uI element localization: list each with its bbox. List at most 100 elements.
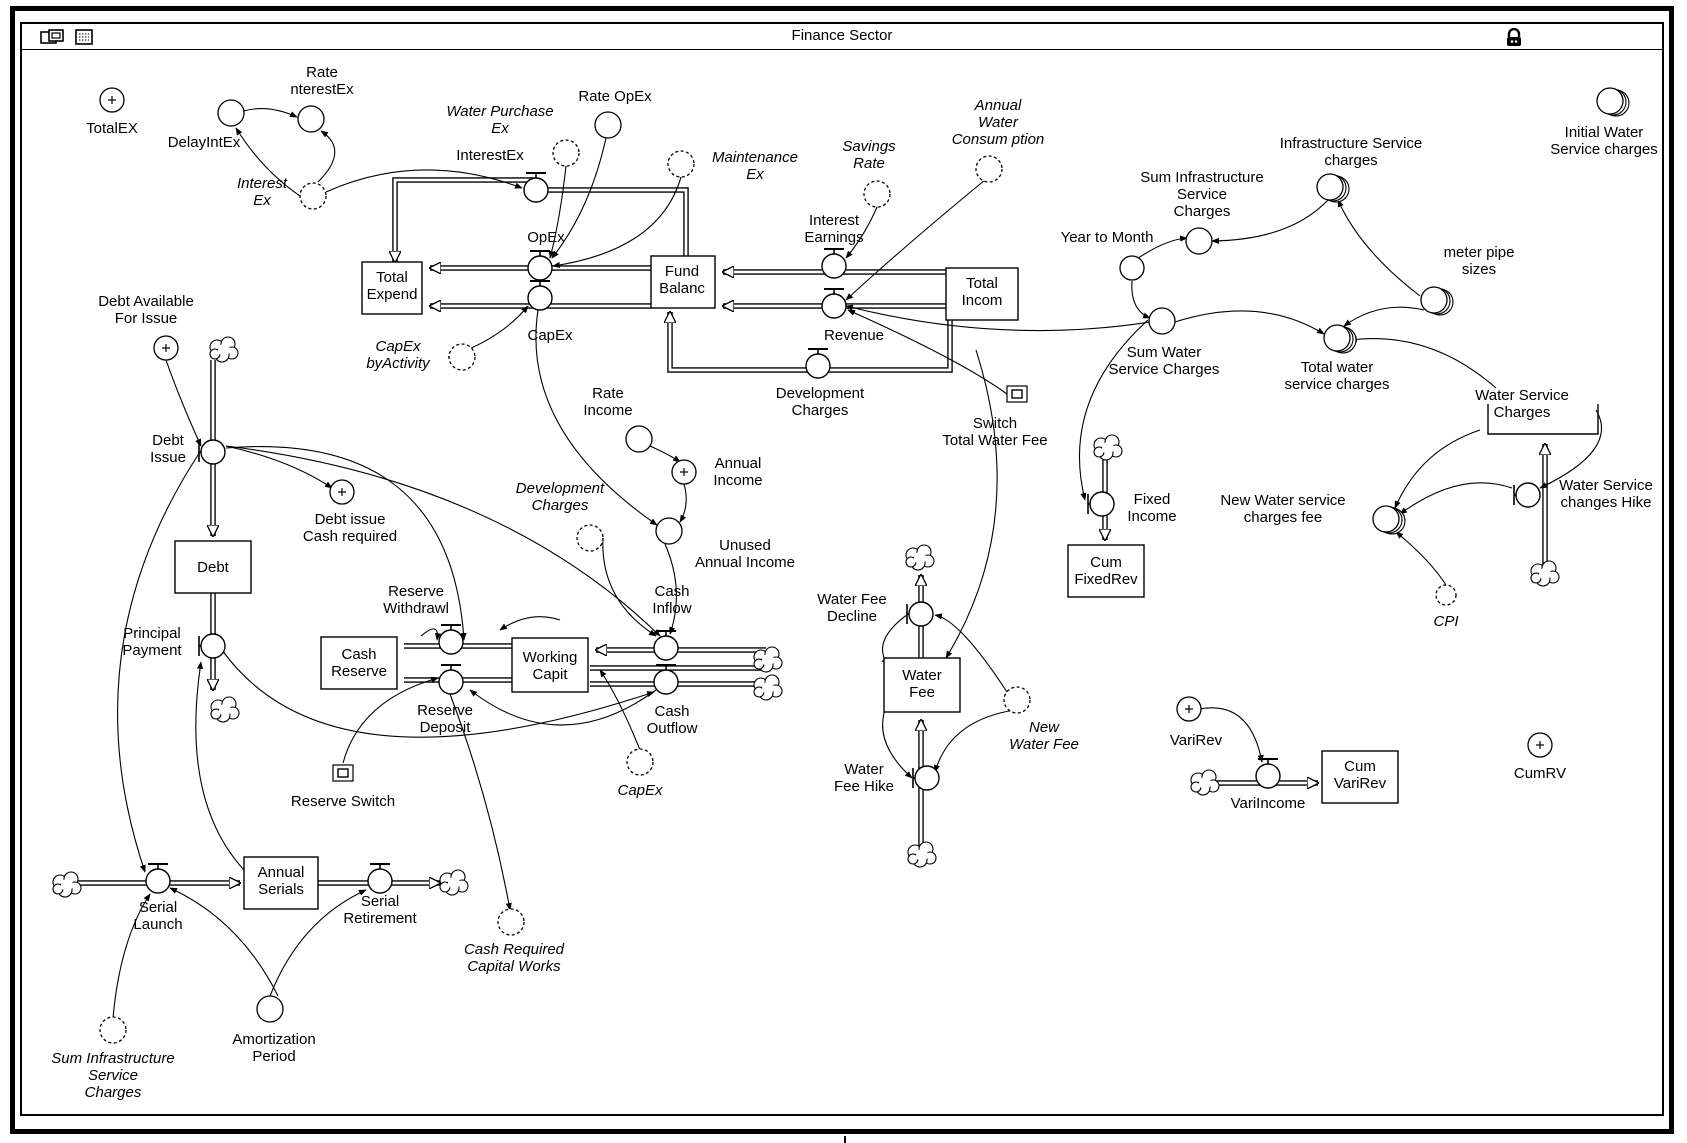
cloud-icon[interactable] xyxy=(753,674,783,701)
cloud-icon[interactable] xyxy=(209,336,239,363)
cash-inflow-flow[interactable] xyxy=(653,630,679,661)
cloud-icon[interactable] xyxy=(1530,560,1560,587)
development-charges-flow-flow[interactable] xyxy=(805,348,831,379)
cum-varirev-stock[interactable] xyxy=(1321,750,1399,804)
debt-available-for-issue-converter[interactable] xyxy=(153,335,179,361)
influence-link[interactable] xyxy=(845,206,878,259)
page-view-icon[interactable] xyxy=(74,28,96,46)
influence-link[interactable] xyxy=(945,349,998,659)
influence-link[interactable] xyxy=(1394,429,1481,509)
influence-link[interactable] xyxy=(548,165,567,259)
model-view-icon[interactable] xyxy=(40,28,66,46)
principal-payment-flow[interactable] xyxy=(198,633,226,659)
rate-interestex-converter[interactable] xyxy=(297,105,325,133)
water-fee-hike-flow[interactable] xyxy=(912,765,940,791)
influence-link[interactable] xyxy=(225,446,467,641)
influence-link[interactable] xyxy=(845,179,986,301)
influence-link[interactable] xyxy=(934,613,1008,693)
influence-link[interactable] xyxy=(235,127,301,197)
fixed-income-flow[interactable] xyxy=(1087,491,1115,517)
development-charges-ghost-converter[interactable] xyxy=(576,524,604,552)
capex-flow[interactable] xyxy=(527,280,553,311)
influence-link[interactable] xyxy=(1078,319,1149,501)
cumrv-converter[interactable] xyxy=(1527,732,1553,758)
revenue-flow[interactable] xyxy=(821,288,847,319)
sum-infrastructure-service-charges-ghost-converter[interactable] xyxy=(99,1016,127,1044)
working-capital-stock[interactable] xyxy=(511,637,589,693)
influence-link[interactable] xyxy=(552,176,682,269)
savings-rate-converter[interactable] xyxy=(863,180,891,208)
rate-opex-converter[interactable] xyxy=(594,111,622,139)
cum-fixedrev-stock[interactable] xyxy=(1067,544,1145,598)
debt-issue-cash-required-converter[interactable] xyxy=(329,479,355,505)
cloud-icon[interactable] xyxy=(439,869,469,896)
influence-link[interactable] xyxy=(847,309,1008,395)
influence-link[interactable] xyxy=(1199,707,1264,763)
total-income-stock[interactable] xyxy=(945,267,1019,321)
initial-water-service-charges-converter[interactable] xyxy=(1596,87,1630,117)
cash-reserve-stock[interactable] xyxy=(320,636,398,690)
influence-link[interactable] xyxy=(221,649,655,738)
reserve-switch-converter[interactable] xyxy=(332,764,354,782)
varirev-converter[interactable] xyxy=(1176,696,1202,722)
reserve-deposit-flow[interactable] xyxy=(438,664,464,695)
influence-link[interactable] xyxy=(1349,336,1497,389)
lock-icon[interactable] xyxy=(1504,28,1524,48)
new-water-service-charges-fee-converter[interactable] xyxy=(1372,505,1406,535)
water-fee-decline-flow[interactable] xyxy=(906,601,934,627)
serial-launch-flow[interactable] xyxy=(145,863,171,894)
influence-link[interactable] xyxy=(551,137,607,259)
maintenance-ex-converter[interactable] xyxy=(667,150,695,178)
cash-required-capital-works-converter[interactable] xyxy=(497,908,525,936)
influence-link[interactable] xyxy=(602,537,657,637)
influence-link[interactable] xyxy=(649,445,681,463)
totalex-converter[interactable] xyxy=(99,87,125,113)
infrastructure-service-charges-converter[interactable] xyxy=(1316,173,1350,203)
influence-link[interactable] xyxy=(499,616,561,631)
new-water-fee-converter[interactable] xyxy=(1003,686,1031,714)
influence-link[interactable] xyxy=(845,304,1151,332)
influence-link[interactable] xyxy=(449,693,512,911)
interest-earnings-flow[interactable] xyxy=(821,248,847,279)
influence-link[interactable] xyxy=(342,676,439,764)
influence-link[interactable] xyxy=(317,130,336,183)
rate-income-converter[interactable] xyxy=(625,425,653,453)
cpi-converter[interactable] xyxy=(1435,584,1457,606)
influence-link[interactable] xyxy=(1399,482,1513,515)
total-water-service-charges-converter[interactable] xyxy=(1323,324,1357,354)
capex-byactivity-converter[interactable] xyxy=(448,343,476,371)
water-service-charges-stock[interactable] xyxy=(1487,404,1599,435)
influence-link[interactable] xyxy=(1343,306,1425,327)
influence-link[interactable] xyxy=(225,445,661,637)
year-to-month-converter[interactable] xyxy=(1119,255,1145,281)
influence-link[interactable] xyxy=(165,359,202,447)
cloud-icon[interactable] xyxy=(1190,769,1220,796)
cloud-icon[interactable] xyxy=(753,646,783,673)
influence-link[interactable] xyxy=(325,169,523,193)
cloud-icon[interactable] xyxy=(210,696,240,723)
serial-retirement-flow[interactable] xyxy=(367,863,393,894)
sum-infrastructure-service-charges-converter[interactable] xyxy=(1185,227,1213,255)
sum-water-service-charges-converter[interactable] xyxy=(1148,307,1176,335)
influence-link[interactable] xyxy=(195,661,245,871)
meter-pipe-sizes-converter[interactable] xyxy=(1420,286,1454,316)
influence-link[interactable] xyxy=(1539,409,1603,489)
interestex-flow[interactable] xyxy=(523,172,549,203)
influence-link[interactable] xyxy=(535,309,658,526)
influence-link[interactable] xyxy=(469,689,657,726)
influence-link[interactable] xyxy=(679,483,687,523)
influence-link[interactable] xyxy=(933,709,1016,773)
influence-link[interactable] xyxy=(269,889,367,997)
cloud-icon[interactable] xyxy=(907,841,937,868)
annual-water-consumption-converter[interactable] xyxy=(975,155,1003,183)
cloud-icon[interactable] xyxy=(52,871,82,898)
debt-issue-flow[interactable] xyxy=(198,439,226,465)
annual-serials-stock[interactable] xyxy=(243,856,319,910)
reserve-withdrawl-flow[interactable] xyxy=(438,624,464,655)
water-purchase-ex-converter[interactable] xyxy=(552,139,580,167)
influence-link[interactable] xyxy=(117,451,201,873)
variincome-flow[interactable] xyxy=(1255,758,1281,789)
cash-outflow-flow[interactable] xyxy=(653,664,679,695)
amortization-period-converter[interactable] xyxy=(256,995,284,1023)
fund-balance-stock[interactable] xyxy=(650,255,716,309)
